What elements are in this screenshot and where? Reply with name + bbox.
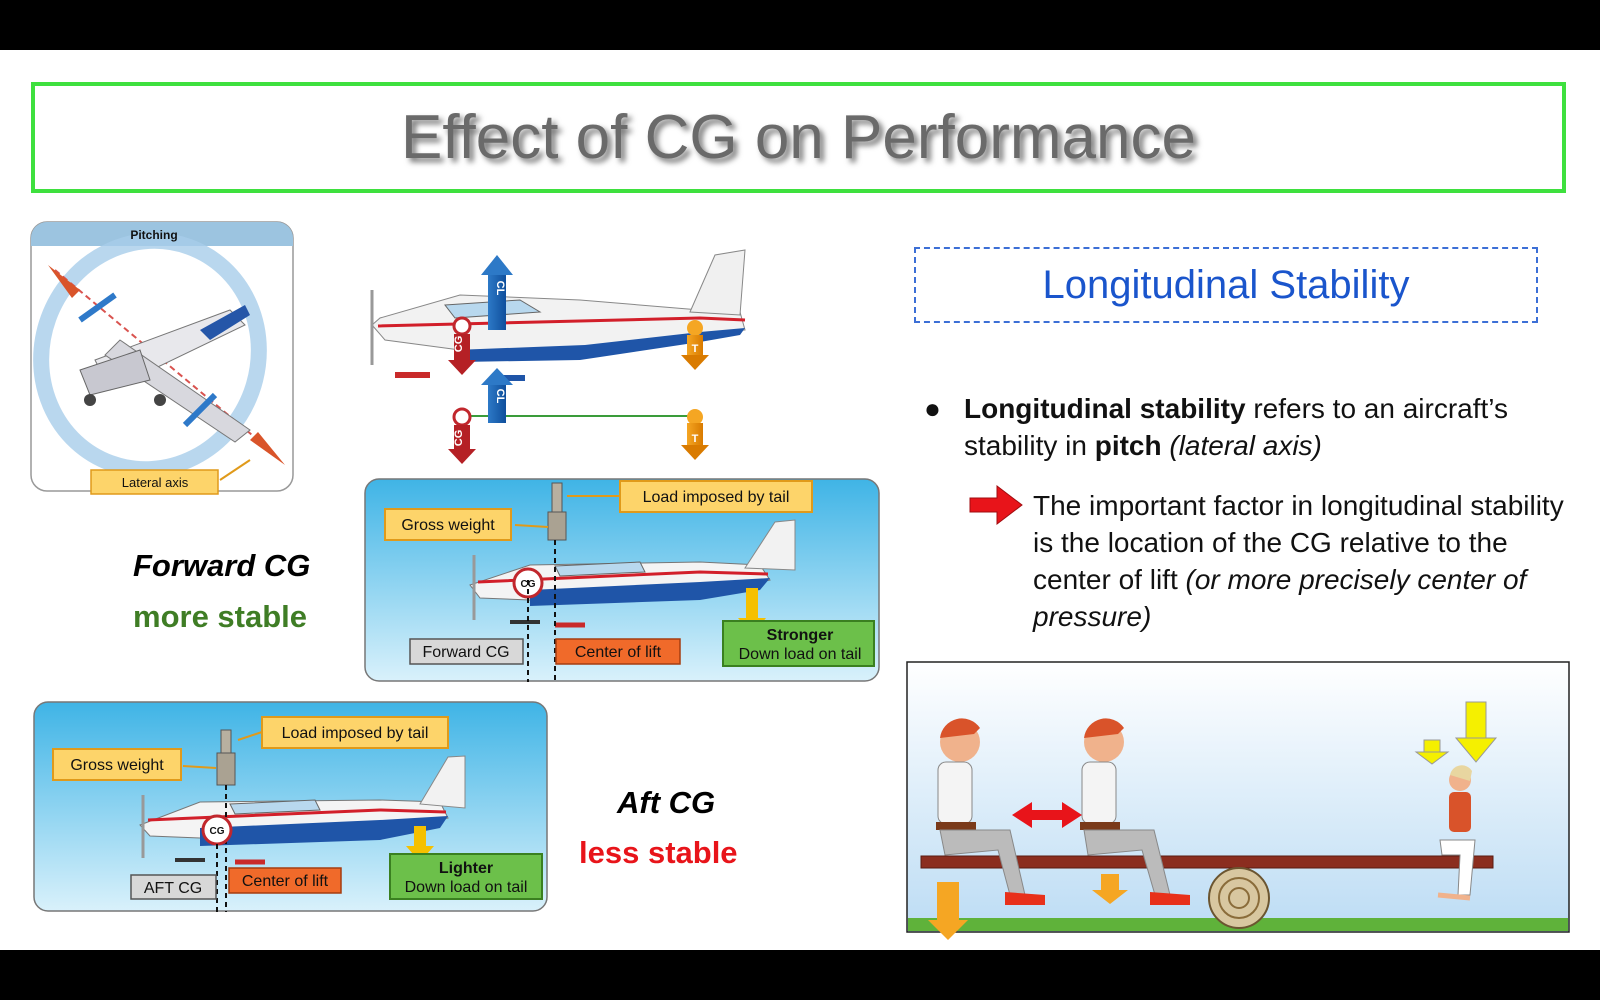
aft-center-lift: Center of lift [242,873,329,890]
cg-arrow-lever [448,407,476,464]
forward-center-lift-box [555,638,681,665]
aft-down-load: Down load on tail [405,879,528,896]
cg-label-top: CG [453,336,465,353]
pitching-heading: Pitching [130,228,177,242]
aft-load-tail: Load imposed by tail [282,725,429,742]
pitching-panel [30,221,294,492]
pitching-airplane [79,305,251,443]
section-title-box: Longitudinal Stability [914,247,1538,323]
bullet-text: refers to an aircraft’s stability in [964,393,1509,461]
aft-gross-weight: Gross weight [70,757,164,774]
forward-caption-line2: more stable [133,599,308,634]
t-arrow-top [681,320,709,370]
aft-down-load-box [389,853,543,900]
forward-cg-badge: CG [521,579,536,590]
forward-load-tail-box [619,480,813,513]
aft-gross-weight-box [52,748,182,781]
aft-load-tail-box [261,716,449,749]
forward-down-load: Down load on tail [739,646,862,663]
forward-cg-label-box [409,638,524,665]
sub-bullet-arrow-icon [969,484,1023,526]
aft-caption-line2: less stable [579,835,738,870]
forward-down-load-strength: Stronger [767,627,834,644]
forward-center-lift: Center of lift [575,644,662,661]
lateral-axis-box [90,469,219,495]
aft-center-lift-box [228,867,342,894]
seesaw-illustration [906,661,1570,940]
t-label-lever: T [692,433,699,445]
t-arrow-lever [681,409,709,460]
cl-label-top: CL [494,281,506,296]
sub-bullet-main: The important factor in longitudinal sta… [1033,490,1564,595]
aft-cg-label: AFT CG [144,880,202,897]
diagram-canvas: Pitching Lateral axis CL CG [30,221,1570,940]
cl-label-lever: CL [494,389,506,404]
cg-arrow-top [448,316,476,375]
t-label-top: T [692,343,699,355]
section-title: Longitudinal Stability [1042,262,1410,307]
slide: Effect of CG on Performance [0,50,1600,950]
lateral-axis-label: Lateral axis [122,475,189,490]
forward-down-load-box [722,620,875,667]
lateral-axis-pointer [219,459,251,481]
forward-cg-label: Forward CG [422,644,509,661]
sub-bullet-text: The important factor in longitudinal sta… [1033,487,1573,635]
cl-arrow-top [481,255,513,330]
bullet-italic: (lateral axis) [1161,430,1322,461]
cl-arrow-lever [481,368,513,423]
forward-gross-weight-box [384,508,512,541]
forward-gross-weight: Gross weight [401,517,495,534]
slide-title: Effect of CG on Performance [401,103,1196,172]
forward-caption-line1: Forward CG [133,548,311,583]
aft-cg-badge: CG [210,826,225,837]
aft-down-load-strength: Lighter [439,860,493,877]
main-bullet-text: Longitudinal stability refers to an airc… [964,390,1554,464]
aft-cg-label-box [130,874,217,900]
bullet-bold-pitch: pitch [1094,430,1162,461]
aft-caption-line1: Aft CG [617,785,716,820]
bullet-bold-term: Longitudinal stability [964,393,1246,424]
sub-bullet-italic: (or more precisely center of pressure) [1033,564,1527,632]
forward-load-tail: Load imposed by tail [643,489,790,506]
title-box: Effect of CG on Performance [31,82,1566,193]
cg-label-lever: CG [453,430,465,447]
bullet-dot: ● [924,393,941,424]
